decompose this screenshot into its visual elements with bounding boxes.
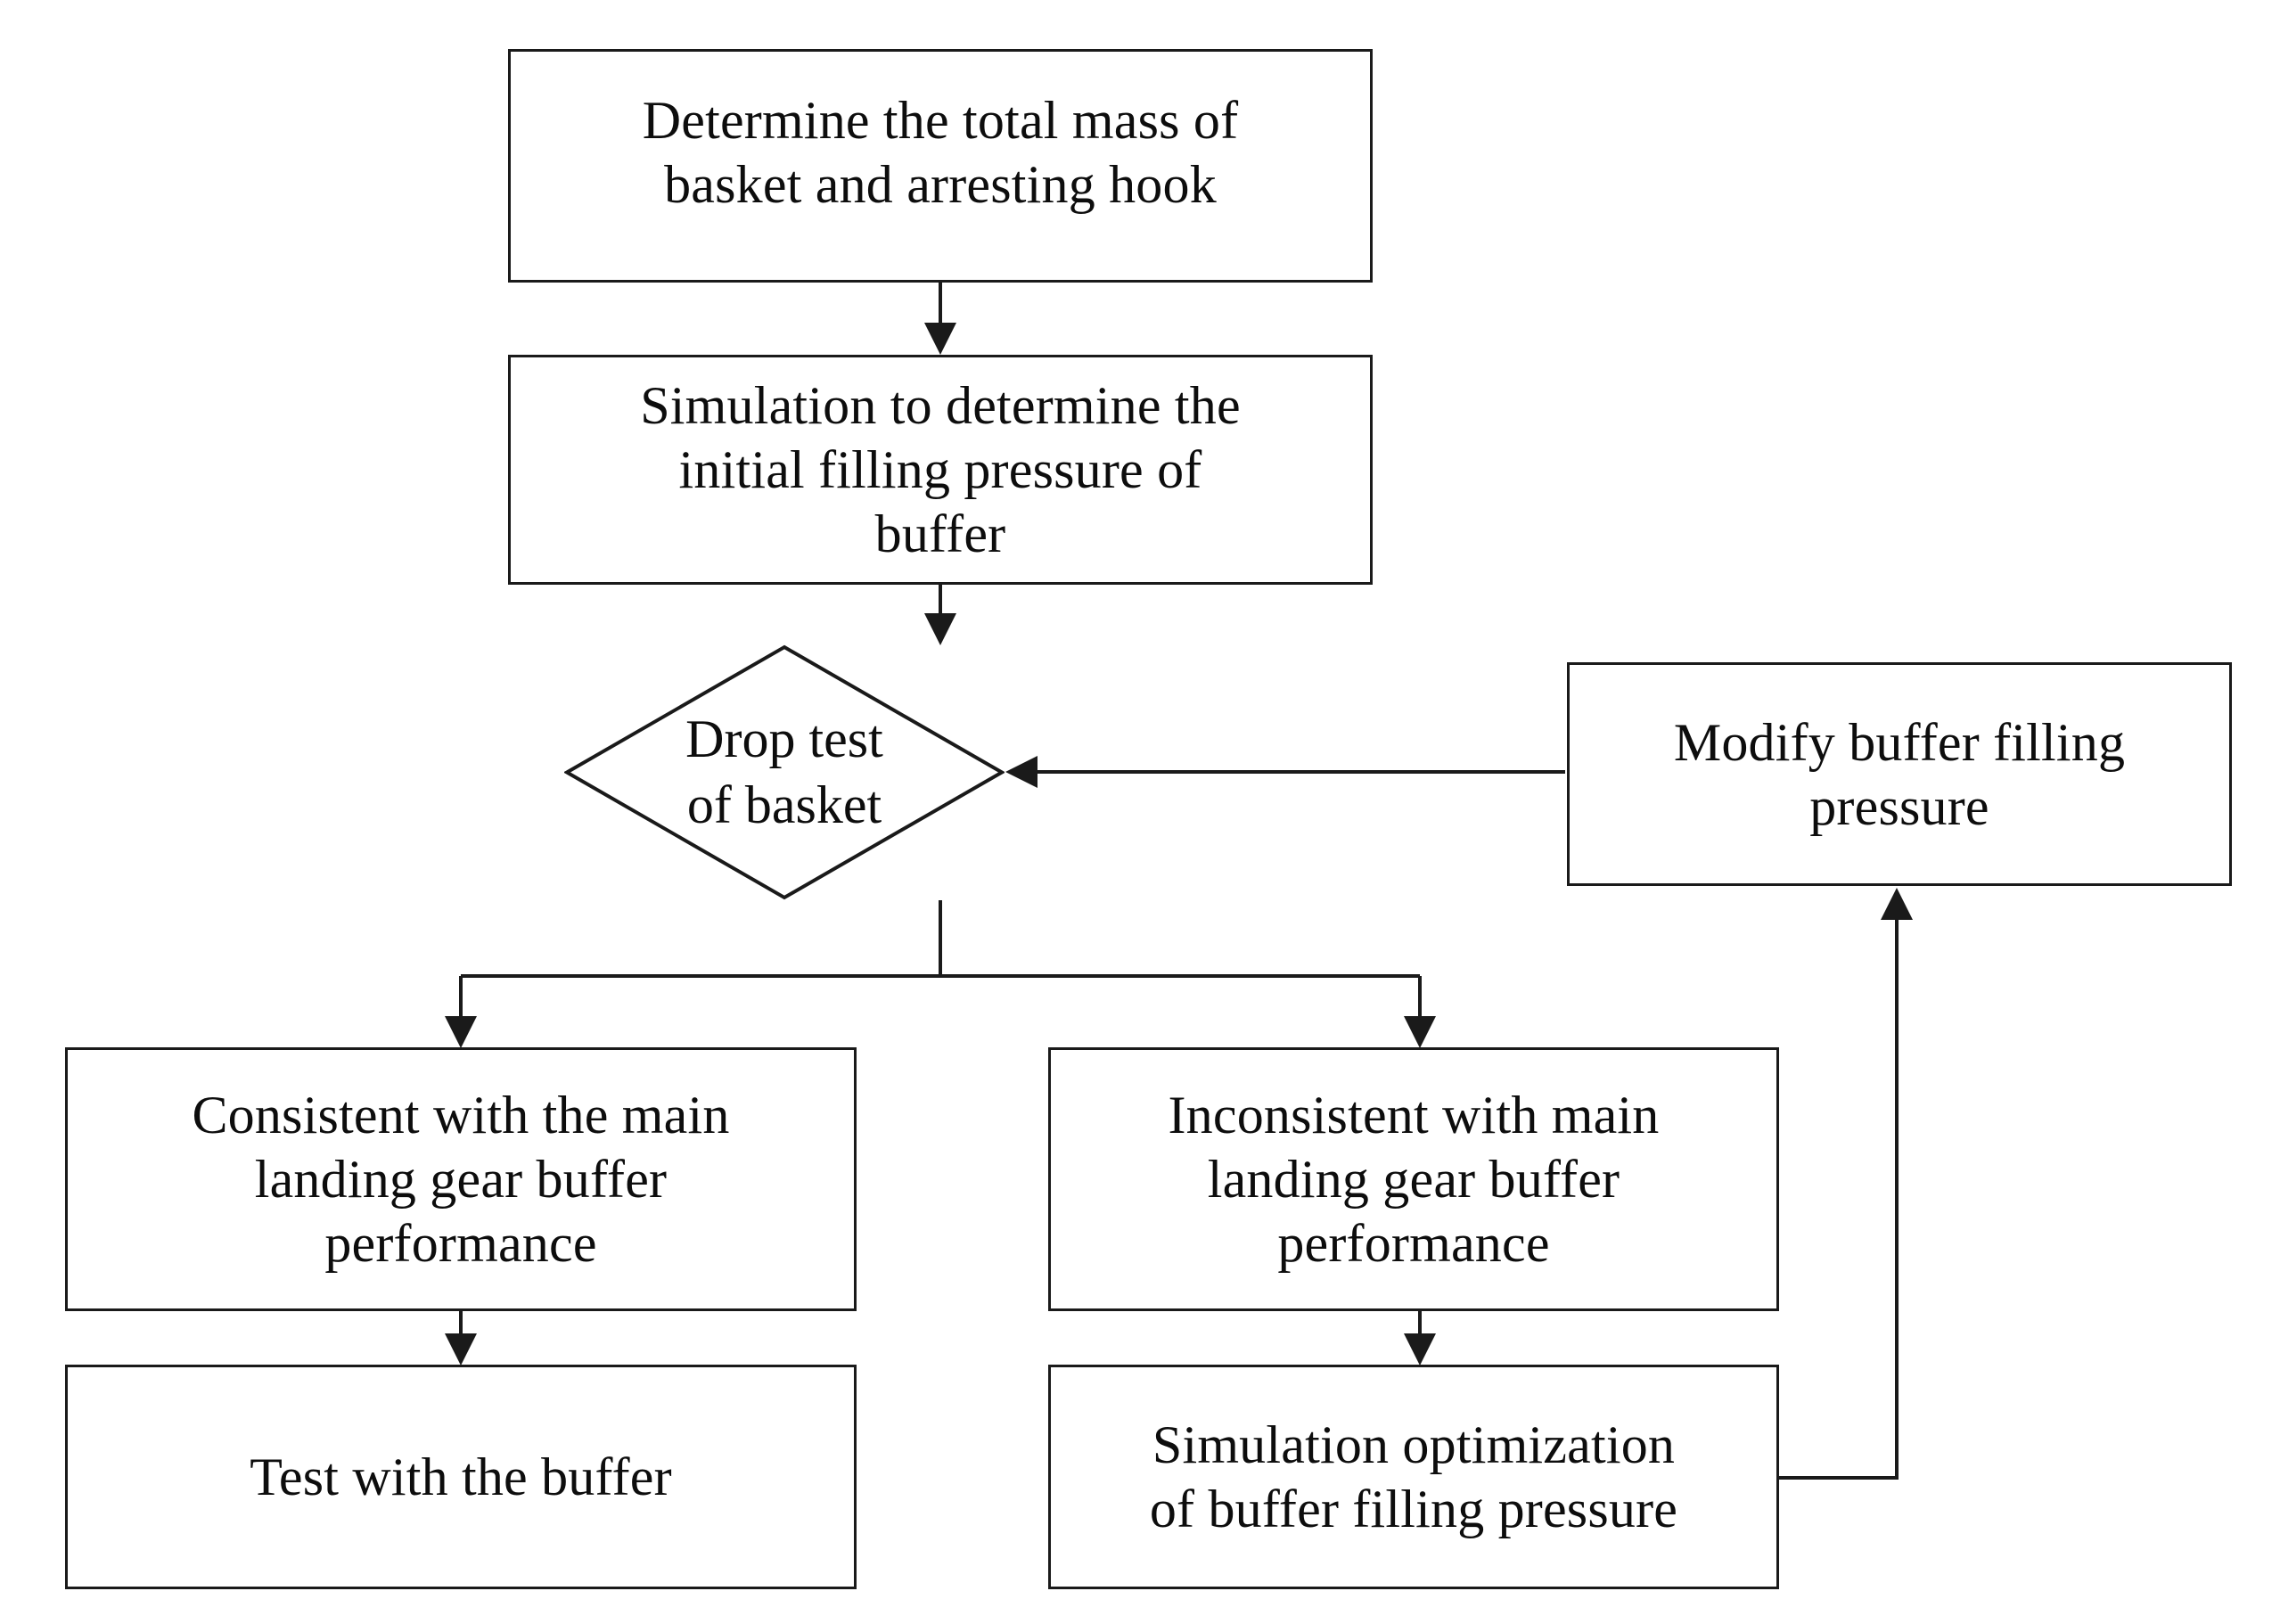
node-drop-test[interactable]: Drop test of basket bbox=[564, 644, 1005, 900]
node-inconsistent-label: Inconsistent with main landing gear buff… bbox=[1168, 1086, 1660, 1273]
diamond-icon bbox=[564, 644, 1005, 900]
node-test-buffer-label: Test with the buffer bbox=[250, 1448, 672, 1506]
node-modify-pressure-label: Modify buffer filling pressure bbox=[1673, 712, 2126, 836]
node-initial-pressure-label: Simulation to determine the initial fill… bbox=[640, 376, 1241, 563]
node-sim-optimization-label: Simulation optimization of buffer fillin… bbox=[1149, 1415, 1678, 1538]
edge-sim-optimization-to-modify-pressure bbox=[1779, 888, 1913, 1480]
node-initial-pressure[interactable]: Simulation to determine the initial fill… bbox=[508, 355, 1373, 585]
node-test-buffer[interactable]: Test with the buffer bbox=[65, 1365, 857, 1589]
node-drop-test-label: Drop test of basket bbox=[685, 709, 883, 834]
node-inconsistent[interactable]: Inconsistent with main landing gear buff… bbox=[1048, 1047, 1779, 1311]
node-total-mass-label: Determine the total mass of basket and a… bbox=[642, 91, 1239, 214]
node-consistent[interactable]: Consistent with the main landing gear bu… bbox=[65, 1047, 857, 1311]
node-total-mass[interactable]: Determine the total mass of basket and a… bbox=[508, 49, 1373, 283]
node-consistent-label: Consistent with the main landing gear bu… bbox=[192, 1086, 730, 1273]
node-sim-optimization[interactable]: Simulation optimization of buffer fillin… bbox=[1048, 1365, 1779, 1589]
node-modify-pressure[interactable]: Modify buffer filling pressure bbox=[1567, 662, 2232, 886]
